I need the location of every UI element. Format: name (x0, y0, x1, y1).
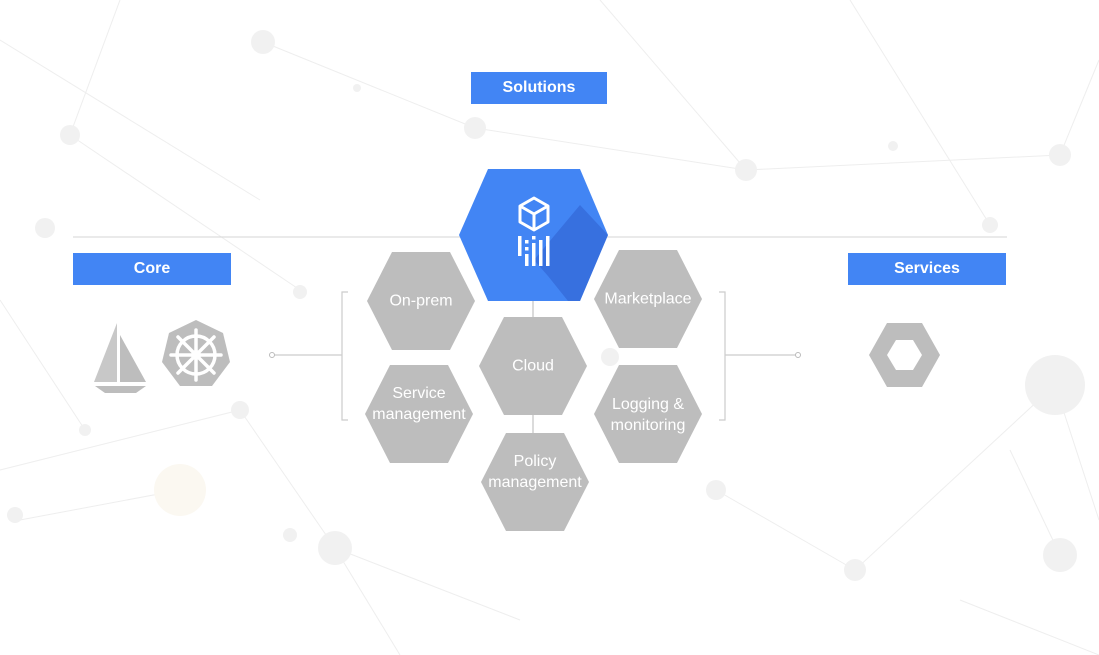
anthos-cube-icon (518, 196, 550, 232)
kubernetes-helm-icon (162, 320, 230, 386)
core-label: Core (73, 253, 231, 285)
left-bracket (341, 291, 348, 421)
services-label: Services (848, 253, 1006, 285)
hex-on-prem (367, 252, 475, 350)
center-hexagon (459, 169, 608, 301)
hex-service-management (365, 365, 473, 463)
hex-label-marketplace: Marketplace (604, 290, 692, 308)
right-bracket (719, 291, 726, 421)
hex-cloud (479, 317, 587, 415)
cube-data-bars-icon (518, 236, 550, 266)
hex-label-service-management: Service management (372, 385, 466, 423)
center-hexagon-shadow (534, 205, 608, 301)
hex-label-cloud: Cloud (512, 357, 554, 375)
right-connector-dot (795, 352, 801, 358)
gcp-hexagon-icon (869, 323, 940, 387)
left-connector-dot (269, 352, 275, 358)
hex-label-logging-monitoring: Logging & monitoring (610, 396, 686, 434)
istio-sail-icon (94, 323, 146, 393)
hex-marketplace (594, 250, 702, 348)
hex-logging-monitoring (594, 365, 702, 463)
solutions-label: Solutions (471, 72, 607, 104)
hex-policy-management (481, 433, 589, 531)
hex-label-policy-management: Policy management (488, 453, 582, 491)
hex-label-on-prem: On-prem (389, 292, 453, 310)
